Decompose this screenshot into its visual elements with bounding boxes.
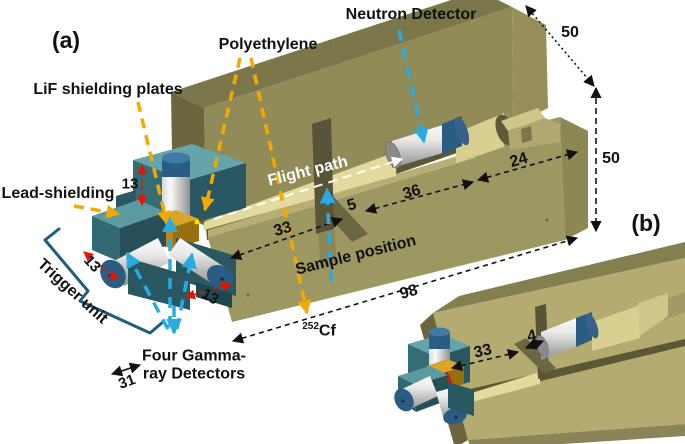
- gamma-detectors-label: Four Gamma- ray Detectors: [142, 348, 246, 385]
- dim-50-height-value: 50: [602, 149, 620, 167]
- polyethylene-callout-arrow-1: [201, 57, 242, 212]
- panel-b-label: (b): [631, 209, 661, 236]
- neutron-detector-callout-arrow: [397, 29, 429, 144]
- cf-isotope-mass: 252: [302, 321, 319, 333]
- trigger-unit-bracket: [43, 227, 165, 335]
- dim-b33-arrow: [450, 348, 520, 372]
- dim-13-top-value: 13: [121, 175, 139, 193]
- dim-24-arrow: [476, 149, 579, 183]
- dim-b33-value: 33: [472, 341, 494, 362]
- gamma-callout-arrow-right: [175, 252, 197, 330]
- cf-source-dot: [194, 219, 200, 225]
- gamma-detectors-label-line2: ray Detectors: [142, 366, 246, 383]
- dim-36-arrow: [364, 179, 475, 214]
- collimator-end-pieces: [456, 108, 560, 163]
- cf-isotope-symbol: Cf: [318, 322, 336, 340]
- flight-path-arrow: [213, 156, 404, 220]
- dim-98-arrow: [231, 235, 579, 344]
- dim-50-depth-value: 50: [561, 23, 579, 41]
- polyethylene-label: Polyethylene: [218, 35, 318, 53]
- gamma-callout-arrow-left: [125, 251, 170, 330]
- polyethylene-callout-arrow-2: [249, 57, 312, 315]
- panel-b-trigger-unit: [394, 327, 474, 425]
- dim-31-arrow: [110, 362, 142, 377]
- cf-source-label: 252Cf: [302, 321, 336, 341]
- dim-b4-arrow: [524, 338, 545, 351]
- lif-callout-arrow: [136, 101, 171, 226]
- dim-13-left-arrow: [83, 251, 119, 281]
- sample-position-callout-arrow: [319, 187, 336, 282]
- lead-shielding-label: Lead-shielding: [1, 184, 115, 202]
- neutron-detector-cylinder: [385, 116, 470, 169]
- neutron-detector-label: Neutron Detector: [345, 5, 477, 23]
- dim-13-right-arrow: [185, 281, 232, 300]
- gamma-detectors-label-line1: Four Gamma-: [141, 347, 247, 365]
- lif-plates-label: LiF shielding plates: [33, 80, 183, 98]
- lead-shielding-callout-arrow: [73, 204, 121, 219]
- panel-a-label: (a): [51, 26, 81, 53]
